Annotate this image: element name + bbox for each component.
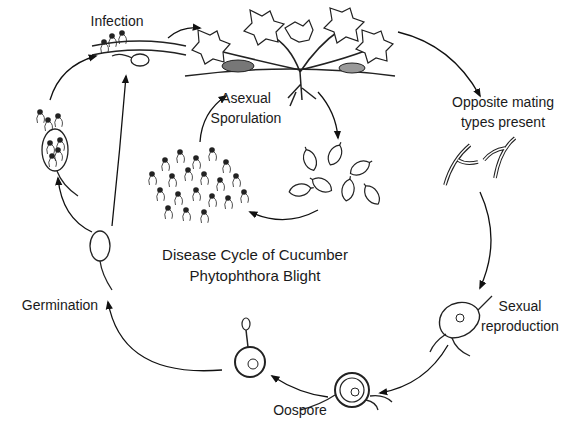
cycle-arrows (50, 28, 491, 397)
sporangium (90, 231, 112, 290)
mating-hyphae (445, 138, 515, 185)
sporangia-cluster (288, 140, 383, 208)
leaf (285, 20, 313, 42)
leaf (244, 10, 284, 45)
stage-label: Oospore (262, 400, 338, 420)
leaf (356, 30, 393, 63)
leaf (324, 8, 364, 43)
cucumber-fruit (339, 63, 365, 73)
zoospore-cluster (149, 147, 249, 223)
roots (288, 72, 316, 106)
stage-label: Asexual Sporulation (200, 88, 292, 128)
germinating-oospore (235, 318, 265, 377)
cucumber-fruit (222, 60, 254, 72)
zoosporangium (37, 109, 78, 196)
stage-label: Sexual reproduction (470, 296, 570, 336)
leaf (192, 30, 230, 64)
stage-label: Germination (12, 295, 108, 315)
diagram-title: Disease Cycle of Cucumber Phytophthora B… (145, 244, 365, 286)
stage-label: Opposite mating types present (442, 92, 564, 132)
stage-label: Infection (77, 11, 157, 31)
cucumber-plant (185, 8, 395, 106)
